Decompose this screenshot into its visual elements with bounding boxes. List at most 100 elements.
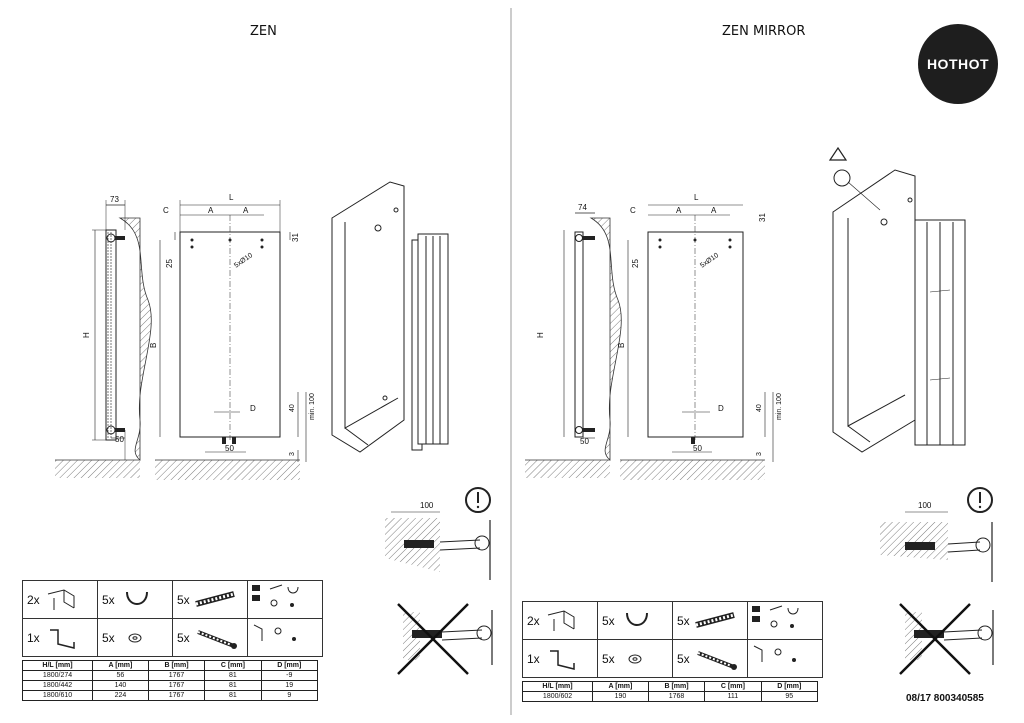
zen-mirror-perspective-view <box>828 146 966 453</box>
table-header: D [mm] <box>260 660 319 671</box>
table-cell: 1767 <box>147 670 206 681</box>
zen-h-label: H <box>82 332 91 338</box>
zen-depth-label: 73 <box>110 195 119 204</box>
table-cell: 1800/610 <box>21 690 94 701</box>
table-cell: 95 <box>760 691 819 702</box>
zen-part-cell <box>247 618 323 657</box>
zen-mirror-three-label: 3 <box>756 452 763 456</box>
table-header: C [mm] <box>204 660 262 671</box>
table-cell: 1800/602 <box>521 691 594 702</box>
zen-parts-table: 2x 5x 5x 1x 5x 5x <box>22 580 323 657</box>
zen-dimensions-table: H/L [mm] A [mm] B [mm] C [mm] D [mm] 180… <box>21 660 319 701</box>
zen-part-cell <box>247 580 323 619</box>
table-row: 1800/602 190 1768 111 95 <box>521 691 819 702</box>
washer-icon <box>628 654 642 663</box>
parts-kit-icon <box>253 624 296 641</box>
part-qty: 5x <box>677 651 690 666</box>
parts-kit-icon <box>752 605 799 628</box>
table-header: C [mm] <box>704 681 762 692</box>
table-row: 1800/442 140 1767 81 19 <box>21 680 319 691</box>
part-qty: 5x <box>177 592 190 607</box>
zen-mirror-c-label: C <box>630 206 636 215</box>
zen-mirror-part-cell: 1x <box>522 639 598 678</box>
part-qty: 2x <box>527 613 540 628</box>
part-qty: 1x <box>27 630 40 645</box>
zen-wall-detail <box>385 487 491 580</box>
zen-mirror-bracket-offset-label: 50 <box>580 437 589 446</box>
zen-mirror-min100-label: min. 100 <box>776 393 783 420</box>
parts-kit-icon <box>252 584 299 607</box>
zen-mirror-part-cell: 5x <box>672 639 748 678</box>
zen-mirror-part-cell: 5x <box>672 601 748 640</box>
hook-icon <box>625 612 648 626</box>
table-cell: 81 <box>204 690 262 701</box>
wall-plug-icon <box>694 611 735 628</box>
table-cell: 56 <box>92 670 149 681</box>
zen-mirror-side-offset-label: 25 <box>631 259 640 268</box>
table-cell: 111 <box>704 691 762 702</box>
table-cell: 1767 <box>147 690 206 701</box>
zen-wrong-mount <box>397 603 493 675</box>
zen-mirror-dimensions-table: H/L [mm] A [mm] B [mm] C [mm] D [mm] 180… <box>521 681 819 702</box>
zen-bracket-offset-label: 50 <box>115 435 124 444</box>
zen-min100-label: min. 100 <box>309 393 316 420</box>
zen-a2-label: A <box>243 206 249 215</box>
wall-plug-icon <box>194 590 235 607</box>
table-cell: 19 <box>260 680 319 691</box>
title-zen: ZEN <box>250 24 277 39</box>
zen-mirror-a2-label: A <box>711 206 717 215</box>
bracket-icon <box>547 609 575 631</box>
washer-icon <box>128 633 142 642</box>
zen-mirror-part-cell: 5x <box>597 601 673 640</box>
table-cell: 1800/442 <box>21 680 94 691</box>
part-qty: 1x <box>527 651 540 666</box>
zen-wall-depth-label: 100 <box>420 501 434 510</box>
zen-part-cell: 5x <box>172 618 248 657</box>
zen-part-cell: 5x <box>97 618 173 657</box>
zen-mirror-part-cell <box>747 639 823 678</box>
zen-mirror-d-label: D <box>718 404 724 413</box>
hothot-logo: HOTHOT <box>918 24 998 104</box>
zen-mirror-holes-label: 5xØ10 <box>699 252 720 270</box>
zen-mirror-front-view <box>620 204 774 480</box>
part-qty: 2x <box>27 592 40 607</box>
screw-icon <box>696 650 737 670</box>
table-cell: 1800/274 <box>21 670 94 681</box>
table-cell: 81 <box>204 670 262 681</box>
angle-bracket-icon <box>549 649 575 670</box>
zen-mirror-parts-table: 2x 5x 5x 1x 5x 5x <box>522 601 823 678</box>
zen-mirror-l-label: L <box>694 193 699 202</box>
zen-mirror-bottom-label: 50 <box>693 444 702 453</box>
zen-mirror-wall-detail <box>880 487 993 582</box>
bracket-icon <box>47 588 75 610</box>
zen-side-view <box>55 200 152 478</box>
table-cell: 140 <box>92 680 149 691</box>
table-cell: 224 <box>92 690 149 701</box>
table-cell: 190 <box>592 691 649 702</box>
table-row: 1800/610 224 1767 81 9 <box>21 690 319 701</box>
zen-mirror-depth-label: 74 <box>578 203 587 212</box>
document-code: 08/17 800340585 <box>906 693 984 704</box>
zen-c-label: C <box>163 206 169 215</box>
table-header: H/L [mm] <box>21 660 94 671</box>
zen-mirror-forty-label: 40 <box>756 404 763 412</box>
zen-mirror-part-cell <box>747 601 823 640</box>
screw-icon <box>196 629 237 649</box>
zen-part-cell: 5x <box>172 580 248 619</box>
table-header: D [mm] <box>760 681 819 692</box>
zen-a1-label: A <box>208 206 214 215</box>
hook-icon <box>125 591 148 605</box>
zen-b-label: B <box>149 343 158 348</box>
table-cell: 1768 <box>647 691 706 702</box>
zen-mirror-side-view <box>525 212 622 478</box>
zen-l-label: L <box>229 193 234 202</box>
zen-side-offset-label: 25 <box>165 259 174 268</box>
table-header: A [mm] <box>592 681 649 692</box>
zen-mirror-part-cell: 2x <box>522 601 598 640</box>
zen-perspective-view <box>331 181 449 453</box>
angle-bracket-icon <box>49 628 75 649</box>
part-qty: 5x <box>602 651 615 666</box>
table-header: B [mm] <box>147 660 206 671</box>
table-header: A [mm] <box>92 660 149 671</box>
